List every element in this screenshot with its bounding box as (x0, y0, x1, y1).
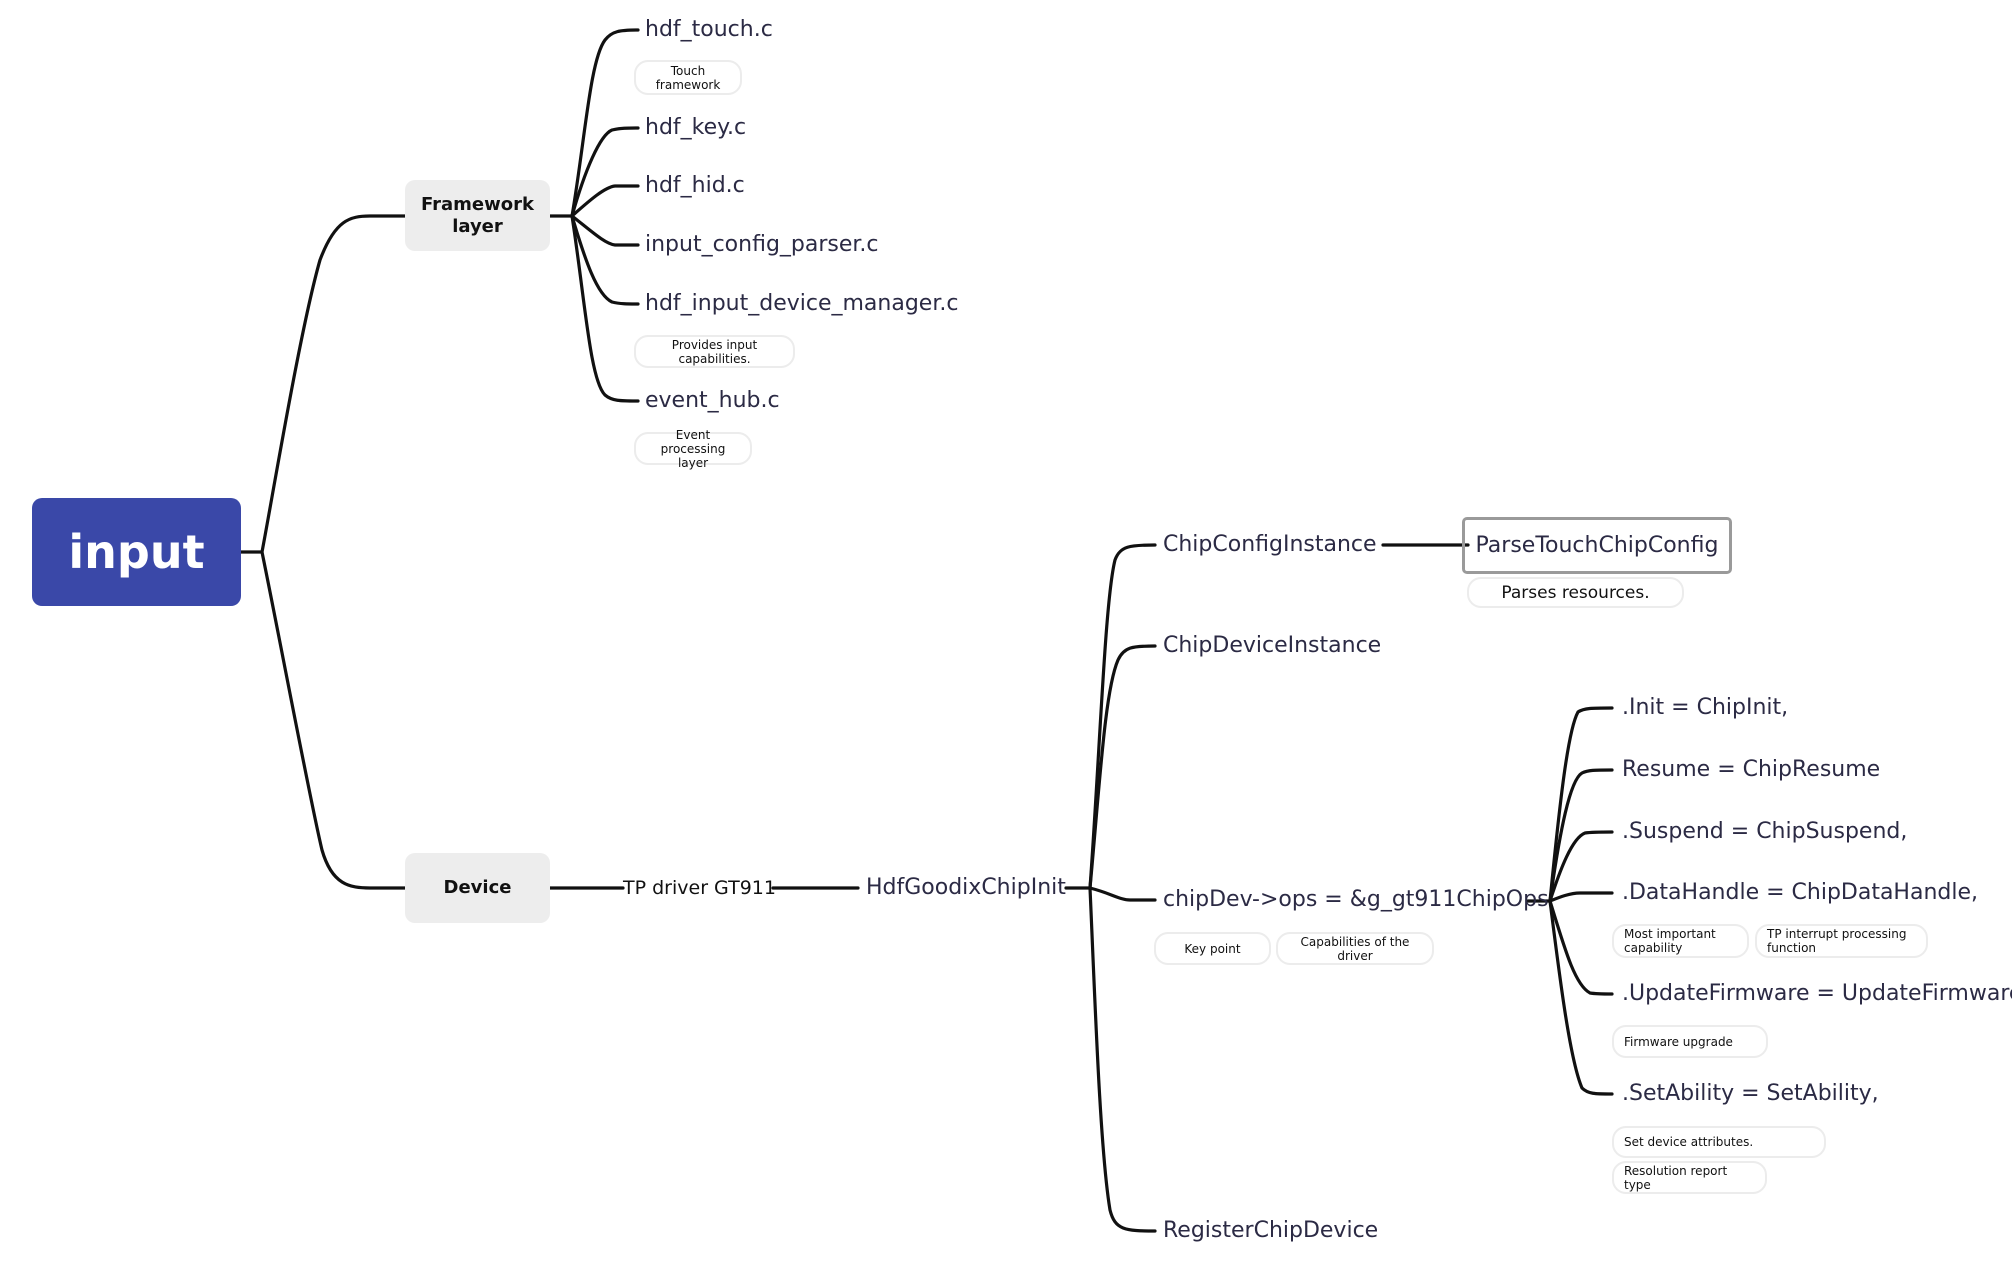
note-parses-resources: Parses resources. (1467, 577, 1684, 608)
device-label: Device (443, 877, 512, 898)
framework-label-line-1: Framework (421, 193, 534, 215)
edge-ops-update (1548, 899, 1614, 996)
edge-ops-init (1548, 706, 1614, 903)
edge-ops-datahandle (1548, 891, 1614, 903)
framework-layer-node[interactable]: Framework layer (405, 180, 550, 251)
device-node[interactable]: Device (405, 853, 550, 923)
note-provides-input: Provides input capabilities. (634, 335, 795, 368)
note-text: Resolution report type (1624, 1163, 1728, 1192)
node-hdf-input-device-manager[interactable]: hdf_input_device_manager.c (645, 291, 959, 316)
node-ops-suspend[interactable]: .Suspend = ChipSuspend, (1622, 819, 1908, 844)
node-hdf-key[interactable]: hdf_key.c (645, 115, 747, 140)
note-text: Touch framework (655, 63, 721, 92)
edge-init-register (1088, 886, 1157, 1233)
edge-init-device (1088, 644, 1157, 890)
edge-init-ops (1088, 886, 1157, 902)
note-text: Capabilities of the driver (1300, 934, 1410, 963)
node-chip-device-instance[interactable]: ChipDeviceInstance (1163, 633, 1382, 658)
node-hdf-hid[interactable]: hdf_hid.c (645, 173, 745, 198)
note-text: TP interrupt processing function (1767, 927, 1907, 955)
edge-fw-eventhub (570, 214, 640, 403)
node-tp-driver[interactable]: TP driver GT911 (623, 877, 776, 899)
note-firmware-upgrade: Firmware upgrade (1612, 1025, 1768, 1058)
note-resolution-report: Resolution report type (1612, 1161, 1767, 1194)
node-chip-config-instance[interactable]: ChipConfigInstance (1163, 532, 1377, 557)
note-capabilities-driver: Capabilities of the driver (1276, 932, 1434, 965)
edge-fw-parser (570, 214, 640, 247)
note-text: Firmware upgrade (1624, 1034, 1733, 1049)
edge-fw-manager (570, 214, 640, 306)
node-ops-resume[interactable]: Resume = ChipResume (1622, 757, 1881, 782)
note-text: Most important capability (1624, 927, 1716, 955)
framework-label-line-2: layer (452, 215, 503, 237)
note-tp-interrupt: TP interrupt processing function (1755, 924, 1928, 958)
node-hdf-touch[interactable]: hdf_touch.c (645, 17, 773, 42)
note-most-important: Most important capability (1612, 924, 1749, 958)
edge-ops-resume (1548, 768, 1614, 903)
note-text: Provides input capabilities. (671, 337, 758, 366)
note-key-point: Key point (1154, 932, 1271, 965)
node-register-chip-device[interactable]: RegisterChipDevice (1163, 1218, 1379, 1243)
note-text: Set device attributes. (1624, 1135, 1754, 1149)
edge-fw-key (570, 126, 640, 218)
edge-init-config (1088, 543, 1157, 890)
node-input-config-parser[interactable]: input_config_parser.c (645, 232, 879, 257)
node-event-hub[interactable]: event_hub.c (645, 388, 780, 413)
edge-root-framework (239, 214, 407, 554)
node-chip-dev-ops[interactable]: chipDev->ops = &g_gt911ChipOps (1163, 887, 1549, 912)
node-ops-update-firmware[interactable]: .UpdateFirmware = UpdateFirmware, (1622, 981, 2012, 1006)
edge-fw-touch (570, 28, 640, 218)
node-parse-touch-chip-config[interactable]: ParseTouchChipConfig (1462, 517, 1732, 574)
note-text: Parses resources. (1501, 582, 1650, 603)
edge-fw-hid (570, 184, 640, 218)
note-text: Event processing layer (660, 427, 726, 470)
root-node[interactable]: input (32, 498, 241, 606)
edge-root-device (260, 550, 407, 890)
note-touch-framework: Touch framework (634, 60, 742, 95)
edge-ops-suspend (1548, 830, 1614, 903)
note-set-device-attributes: Set device attributes. (1612, 1126, 1826, 1158)
node-ops-datahandle[interactable]: .DataHandle = ChipDataHandle, (1622, 880, 1979, 905)
node-ops-set-ability[interactable]: .SetAbility = SetAbility, (1622, 1081, 1879, 1106)
note-event-processing: Event processing layer (634, 428, 752, 470)
parse-label: ParseTouchChipConfig (1475, 533, 1719, 558)
note-text: Key point (1184, 941, 1241, 956)
node-ops-init[interactable]: .Init = ChipInit, (1622, 695, 1789, 720)
node-hdf-goodix-chip-init[interactable]: HdfGoodixChipInit (866, 875, 1066, 900)
edge-ops-setability (1548, 899, 1614, 1096)
